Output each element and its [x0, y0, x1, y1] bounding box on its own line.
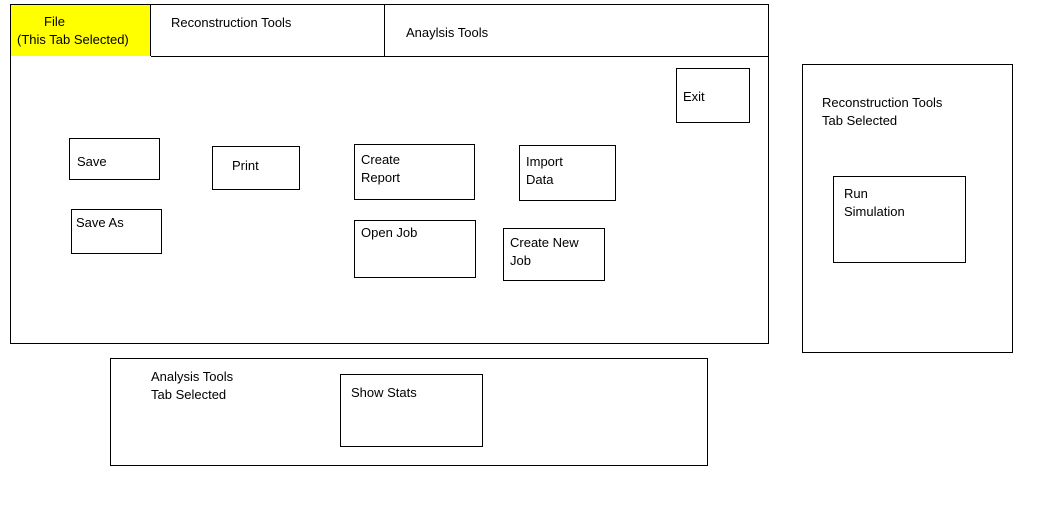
open-job-button[interactable]: Open Job [354, 220, 476, 278]
tab-file-label: File [44, 14, 65, 29]
print-button[interactable]: Print [212, 146, 300, 190]
tab-reconstruction-tools[interactable]: Reconstruction Tools [151, 5, 385, 56]
save-button[interactable]: Save [69, 138, 160, 180]
tab-analysis-tools-label: Anaylsis Tools [406, 25, 489, 40]
run-simulation-button[interactable]: Run Simulation [833, 176, 966, 263]
tab-bar-divider [151, 56, 391, 57]
create-report-button[interactable]: Create Report [354, 144, 475, 200]
analysis-panel-caption: Analysis Tools [151, 369, 234, 384]
import-data-button[interactable]: Import Data [519, 145, 616, 201]
analysis-panel-caption: Tab Selected [151, 387, 227, 402]
tab-file[interactable]: File (This Tab Selected) [11, 5, 151, 56]
reconstruction-panel-caption: Tab Selected [822, 113, 898, 128]
reconstruction-panel-caption: Reconstruction Tools [822, 95, 943, 110]
save-as-button[interactable]: Save As [71, 209, 162, 254]
tab-reconstruction-tools-label: Reconstruction Tools [171, 15, 292, 30]
tab-file-sublabel: (This Tab Selected) [17, 32, 129, 47]
tab-bar-divider [391, 56, 768, 57]
create-new-job-button[interactable]: Create New Job [503, 228, 605, 281]
tab-analysis-tools[interactable]: Anaylsis Tools [385, 5, 768, 56]
show-stats-button[interactable]: Show Stats [340, 374, 483, 447]
exit-button[interactable]: Exit [676, 68, 750, 123]
